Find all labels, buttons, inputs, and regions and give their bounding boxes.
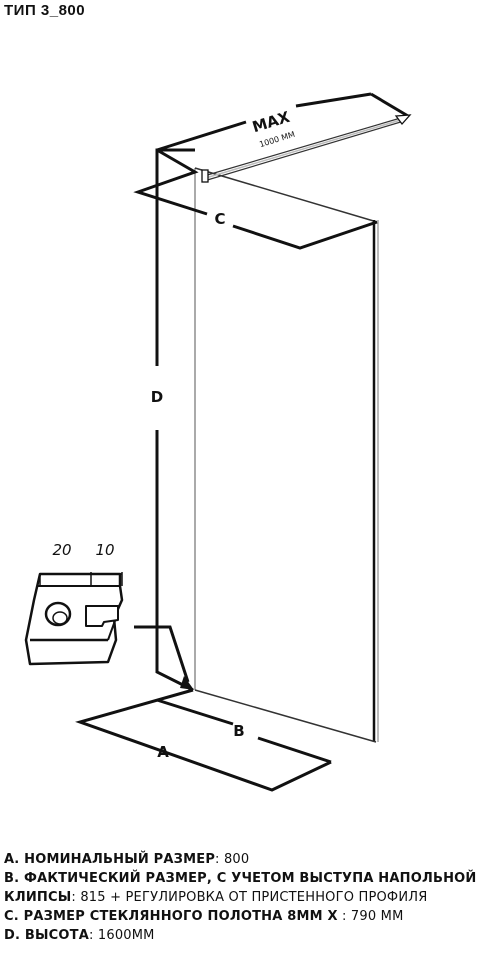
legend: А. НОМИНАЛЬНЫЙ РАЗМЕР: 800 В. ФАКТИЧЕСКИ… (4, 850, 504, 945)
clip-dim-10: 10 (95, 541, 114, 559)
glass-panel (194, 167, 379, 743)
legend-a: А. НОМИНАЛЬНЫЙ РАЗМЕР: 800 (4, 852, 250, 867)
legend-b-cont: КЛИПСЫ: 815 + РЕГУЛИРОВКА ОТ ПРИСТЕННОГО… (4, 890, 428, 905)
legend-b: В. ФАКТИЧЕСКИЙ РАЗМЕР, С УЧЕТОМ ВЫСТУПА … (4, 871, 477, 886)
label-c: C (214, 210, 225, 228)
label-a: A (157, 743, 169, 761)
label-d: D (151, 388, 163, 406)
clip-pointer-arrow (134, 625, 194, 690)
max-dimension (156, 92, 409, 152)
label-b: B (233, 722, 244, 740)
stabiliser-bar (201, 114, 412, 183)
floor-clip-detail (24, 572, 124, 666)
shower-screen-diagram: D A B C MAX 1000 MM 20 (24, 92, 412, 792)
top-c-dimension (133, 148, 378, 250)
diagram-title: ТИП 3_800 (4, 2, 86, 19)
legend-d: D. ВЫСОТА: 1600ММ (4, 928, 155, 943)
legend-c: С. РАЗМЕР СТЕКЛЯННОГО ПОЛОТНА 8ММ Х : 79… (4, 909, 404, 924)
clip-dimension-lines (39, 572, 123, 586)
clip-dim-20: 20 (52, 541, 71, 559)
